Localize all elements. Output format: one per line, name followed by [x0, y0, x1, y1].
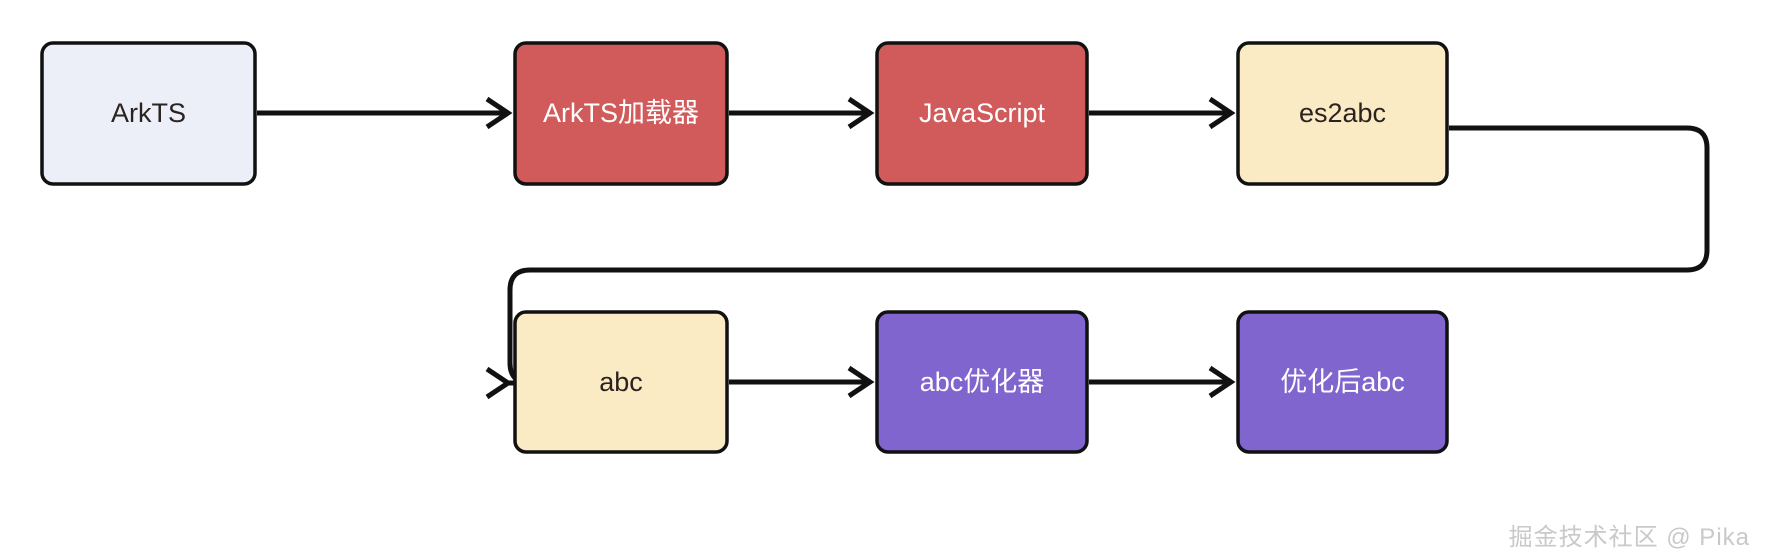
node-arkts-shape[interactable] — [40, 41, 257, 186]
node-optimized-abc-label: 优化后abc — [1280, 367, 1405, 397]
node-abc-label: abc — [599, 367, 643, 397]
node-arkts[interactable]: ArkTS — [40, 41, 257, 186]
edge-es2abc-to-abc — [485, 125, 1710, 400]
node-es2abc-label: es2abc — [1299, 98, 1386, 128]
node-es2abc[interactable]: es2abc — [1236, 41, 1449, 186]
node-abc-optimizer-label: abc优化器 — [920, 367, 1045, 397]
node-arkts-loader-label: ArkTS加载器 — [543, 98, 699, 128]
node-abc-optimizer[interactable]: abc优化器 — [875, 310, 1089, 454]
edge-javascript-to-es2abc — [1089, 96, 1236, 130]
node-arkts-label: ArkTS — [111, 98, 186, 128]
node-abc-shape[interactable] — [513, 310, 729, 454]
edge-optimizer-to-result — [1089, 365, 1236, 399]
node-javascript-label: JavaScript — [919, 98, 1046, 128]
node-abc-optimizer-shape[interactable] — [875, 310, 1089, 454]
edge-abc-to-optimizer — [729, 365, 875, 399]
node-javascript[interactable]: JavaScript — [875, 41, 1089, 186]
node-arkts-loader[interactable]: ArkTS加载器 — [513, 41, 729, 186]
node-abc[interactable]: abc — [513, 310, 729, 454]
node-optimized-abc-shape[interactable] — [1236, 310, 1449, 454]
watermark-text: 掘金技术社区 @ Pika — [1508, 524, 1750, 551]
edge-arkts-to-loader — [257, 96, 513, 130]
node-javascript-shape[interactable] — [875, 41, 1089, 186]
edge-loader-to-javascript — [729, 96, 875, 130]
node-es2abc-shape[interactable] — [1236, 41, 1449, 186]
node-arkts-loader-shape[interactable] — [513, 41, 729, 186]
node-optimized-abc[interactable]: 优化后abc — [1236, 310, 1449, 454]
